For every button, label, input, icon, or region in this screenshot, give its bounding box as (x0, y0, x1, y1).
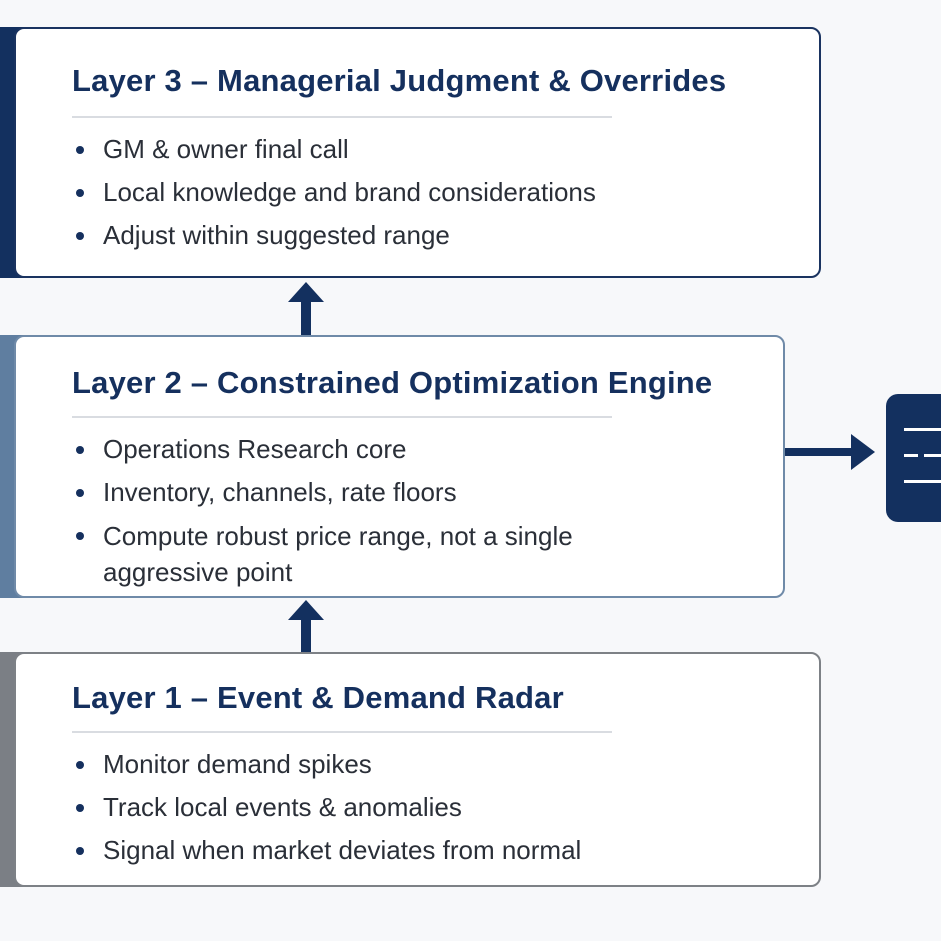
layer-2-divider (72, 416, 612, 418)
list-item: Signal when market deviates from normal (72, 833, 581, 868)
list-item: Operations Research core (72, 432, 632, 467)
layer-3-divider (72, 116, 612, 118)
layer-2-card: Layer 2 – Constrained Optimization Engin… (14, 335, 785, 598)
layer-3-bullets: GM & owner final call Local knowledge an… (72, 132, 596, 261)
layer-2-title: Layer 2 – Constrained Optimization Engin… (72, 365, 713, 400)
document-icon (886, 394, 941, 522)
list-item: Track local events & anomalies (72, 790, 581, 825)
list-item: Monitor demand spikes (72, 747, 581, 782)
list-item: GM & owner final call (72, 132, 596, 167)
layer-3-card: Layer 3 – Managerial Judgment & Override… (14, 27, 821, 278)
layer-3-title: Layer 3 – Managerial Judgment & Override… (72, 63, 727, 98)
list-item: Inventory, channels, rate floors (72, 475, 632, 510)
list-item: Adjust within suggested range (72, 218, 596, 253)
arrow-right-icon (785, 434, 875, 470)
list-item: Compute robust price range, not a single… (72, 518, 632, 590)
list-item: Local knowledge and brand considerations (72, 175, 596, 210)
layer-1-divider (72, 731, 612, 733)
layer-1-card: Layer 1 – Event & Demand Radar Monitor d… (14, 652, 821, 887)
layer-1-bullets: Monitor demand spikes Track local events… (72, 747, 581, 876)
layer-2-bullets: Operations Research core Inventory, chan… (72, 432, 632, 598)
layer-1-title: Layer 1 – Event & Demand Radar (72, 680, 564, 715)
arrow-up-icon (288, 282, 324, 336)
arrow-up-icon (288, 600, 324, 654)
